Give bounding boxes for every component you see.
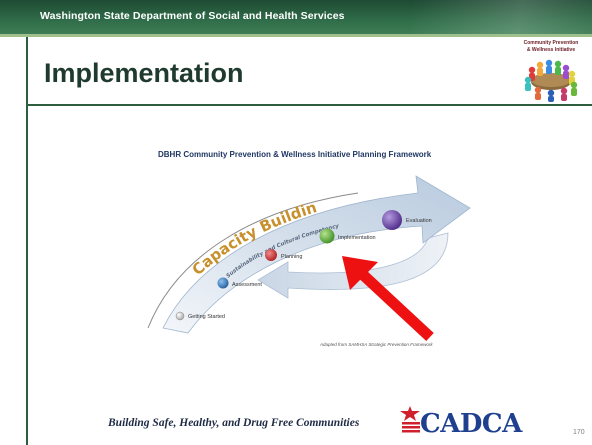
star-icon [400, 406, 420, 421]
logo-line-2: & Wellness Initiative [526, 47, 576, 53]
header-band: Washington State Department of Social an… [0, 0, 592, 34]
step-label-implementation: Implementation [338, 235, 376, 241]
framework-graphic: Capacity Building Sustainability and Cul… [118, 138, 471, 347]
step-label-getting-started: Getting Started [188, 314, 225, 320]
capacity-arc-line [147, 192, 359, 329]
header-accent-line [0, 34, 592, 37]
cadca-wordmark: CADCA [420, 409, 523, 435]
cadca-logo: CADCA [400, 406, 524, 435]
source-note: Adapted from SAMHSA Strategic Prevention… [319, 342, 433, 347]
planning-framework-diagram: DBHR Community Prevention & Wellness Ini… [118, 138, 498, 363]
step-label-assessment: Assessment [232, 282, 262, 288]
header-highlight [412, 0, 592, 34]
red-pointer-arrow [342, 256, 434, 342]
framework-title: DBHR Community Prevention & Wellness Ini… [158, 150, 432, 159]
logo-text: Community Prevention & Wellness Initiati… [518, 40, 584, 54]
logo-line-1: Community Prevention [523, 40, 579, 46]
title-rule [26, 104, 592, 106]
step-label-planning: Planning [281, 254, 302, 260]
step-label-evaluation: Evaluation [406, 218, 432, 224]
agency-name: Washington State Department of Social an… [40, 10, 345, 22]
people-around-table-icon [524, 59, 578, 102]
implementation-ball [319, 228, 335, 244]
getting-started-ball [175, 311, 185, 321]
left-rule [26, 37, 28, 445]
assessment-ball [217, 277, 229, 289]
evaluation-ball [382, 210, 402, 230]
return-arrow [257, 232, 449, 299]
page-number: 170 [573, 429, 585, 436]
cpwi-logo: Community Prevention & Wellness Initiati… [518, 40, 584, 102]
footer-tagline: Building Safe, Healthy, and Drug Free Co… [108, 417, 360, 429]
slide-title: Implementation [44, 58, 244, 88]
planning-ball [265, 249, 277, 261]
